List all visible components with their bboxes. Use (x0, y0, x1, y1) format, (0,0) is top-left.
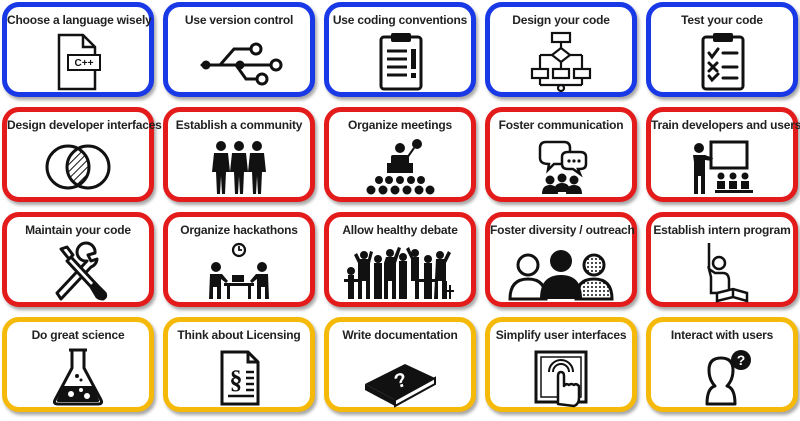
card-title: Think about Licensing (177, 328, 301, 342)
card-title: Foster communication (498, 118, 624, 132)
file-type-label: C++ (75, 58, 94, 69)
card-foster-communication: Foster communication (485, 107, 637, 202)
teacher-board-icon (677, 136, 767, 198)
speaker-audience-icon (355, 136, 445, 198)
card-train-developers: Train developers and users (646, 107, 800, 202)
wrench-screwdriver-icon (33, 241, 123, 303)
book-question-icon: ? (355, 346, 445, 408)
flowchart-icon (516, 31, 606, 93)
svg-text:§: § (230, 365, 243, 394)
card-organize-meetings: Organize meetings (324, 107, 476, 202)
svg-text:?: ? (737, 352, 746, 368)
crowd-debate-icon (344, 241, 454, 303)
touch-screen-icon (516, 346, 606, 408)
card-title: Design your code (512, 13, 610, 27)
chat-bubbles-people-icon (516, 136, 606, 198)
card-title: Use version control (184, 13, 294, 27)
card-title: Foster diversity / outreach (490, 223, 635, 237)
clipboard-warning-icon (355, 31, 445, 93)
card-title: Maintain your code (25, 223, 131, 237)
card-establish-community: Establish a community (163, 107, 315, 202)
user-question-icon: ? (677, 346, 767, 408)
people-at-desk-clock-icon (194, 241, 284, 303)
card-title: Simplify user interfaces (495, 328, 627, 342)
card-version-control: Use version control (163, 2, 315, 97)
group-people-icon (194, 136, 284, 198)
card-healthy-debate: Allow healthy debate (324, 212, 476, 307)
card-design-code: Design your code (485, 2, 637, 97)
card-coding-conventions: Use coding conventions (324, 2, 476, 97)
version-branch-icon (194, 31, 284, 93)
card-title: Write documentation (342, 328, 458, 342)
card-maintain-code: Maintain your code (2, 212, 154, 307)
legal-document-icon: § (194, 346, 284, 408)
card-documentation: Write documentation ? (324, 317, 476, 412)
card-great-science: Do great science (2, 317, 154, 412)
card-title: Test your code (681, 13, 763, 27)
card-test-code: Test your code (646, 2, 798, 97)
card-title: Organize hackathons (180, 223, 298, 237)
diverse-people-icon (508, 241, 614, 303)
card-title: Organize meetings (348, 118, 452, 132)
file-cpp-icon: C++ (33, 31, 123, 93)
card-title: Choose a language wisely (7, 13, 152, 27)
card-title: Use coding conventions (332, 13, 468, 27)
card-title: Establish intern program (653, 223, 791, 237)
card-developer-interfaces: Design developer interfaces (2, 107, 162, 202)
card-licensing: Think about Licensing § (163, 317, 315, 412)
card-title: Establish a community (175, 118, 303, 132)
card-choose-language: Choose a language wisely C++ (2, 2, 154, 97)
card-title: Train developers and users (651, 118, 800, 132)
erlenmeyer-flask-icon (33, 346, 123, 408)
card-title: Allow healthy debate (342, 223, 458, 237)
card-title: Design developer interfaces (7, 118, 162, 132)
card-intern-program: Establish intern program (646, 212, 798, 307)
card-title: Interact with users (670, 328, 774, 342)
card-foster-diversity: Foster diversity / outreach (485, 212, 637, 307)
card-organize-hackathons: Organize hackathons (163, 212, 315, 307)
card-simplify-ui: Simplify user interfaces (485, 317, 637, 412)
card-interact-users: Interact with users ? (646, 317, 798, 412)
card-title: Do great science (31, 328, 125, 342)
student-raising-hand-icon (677, 241, 767, 303)
venn-diagram-icon (33, 136, 123, 198)
checklist-icon (677, 31, 767, 93)
